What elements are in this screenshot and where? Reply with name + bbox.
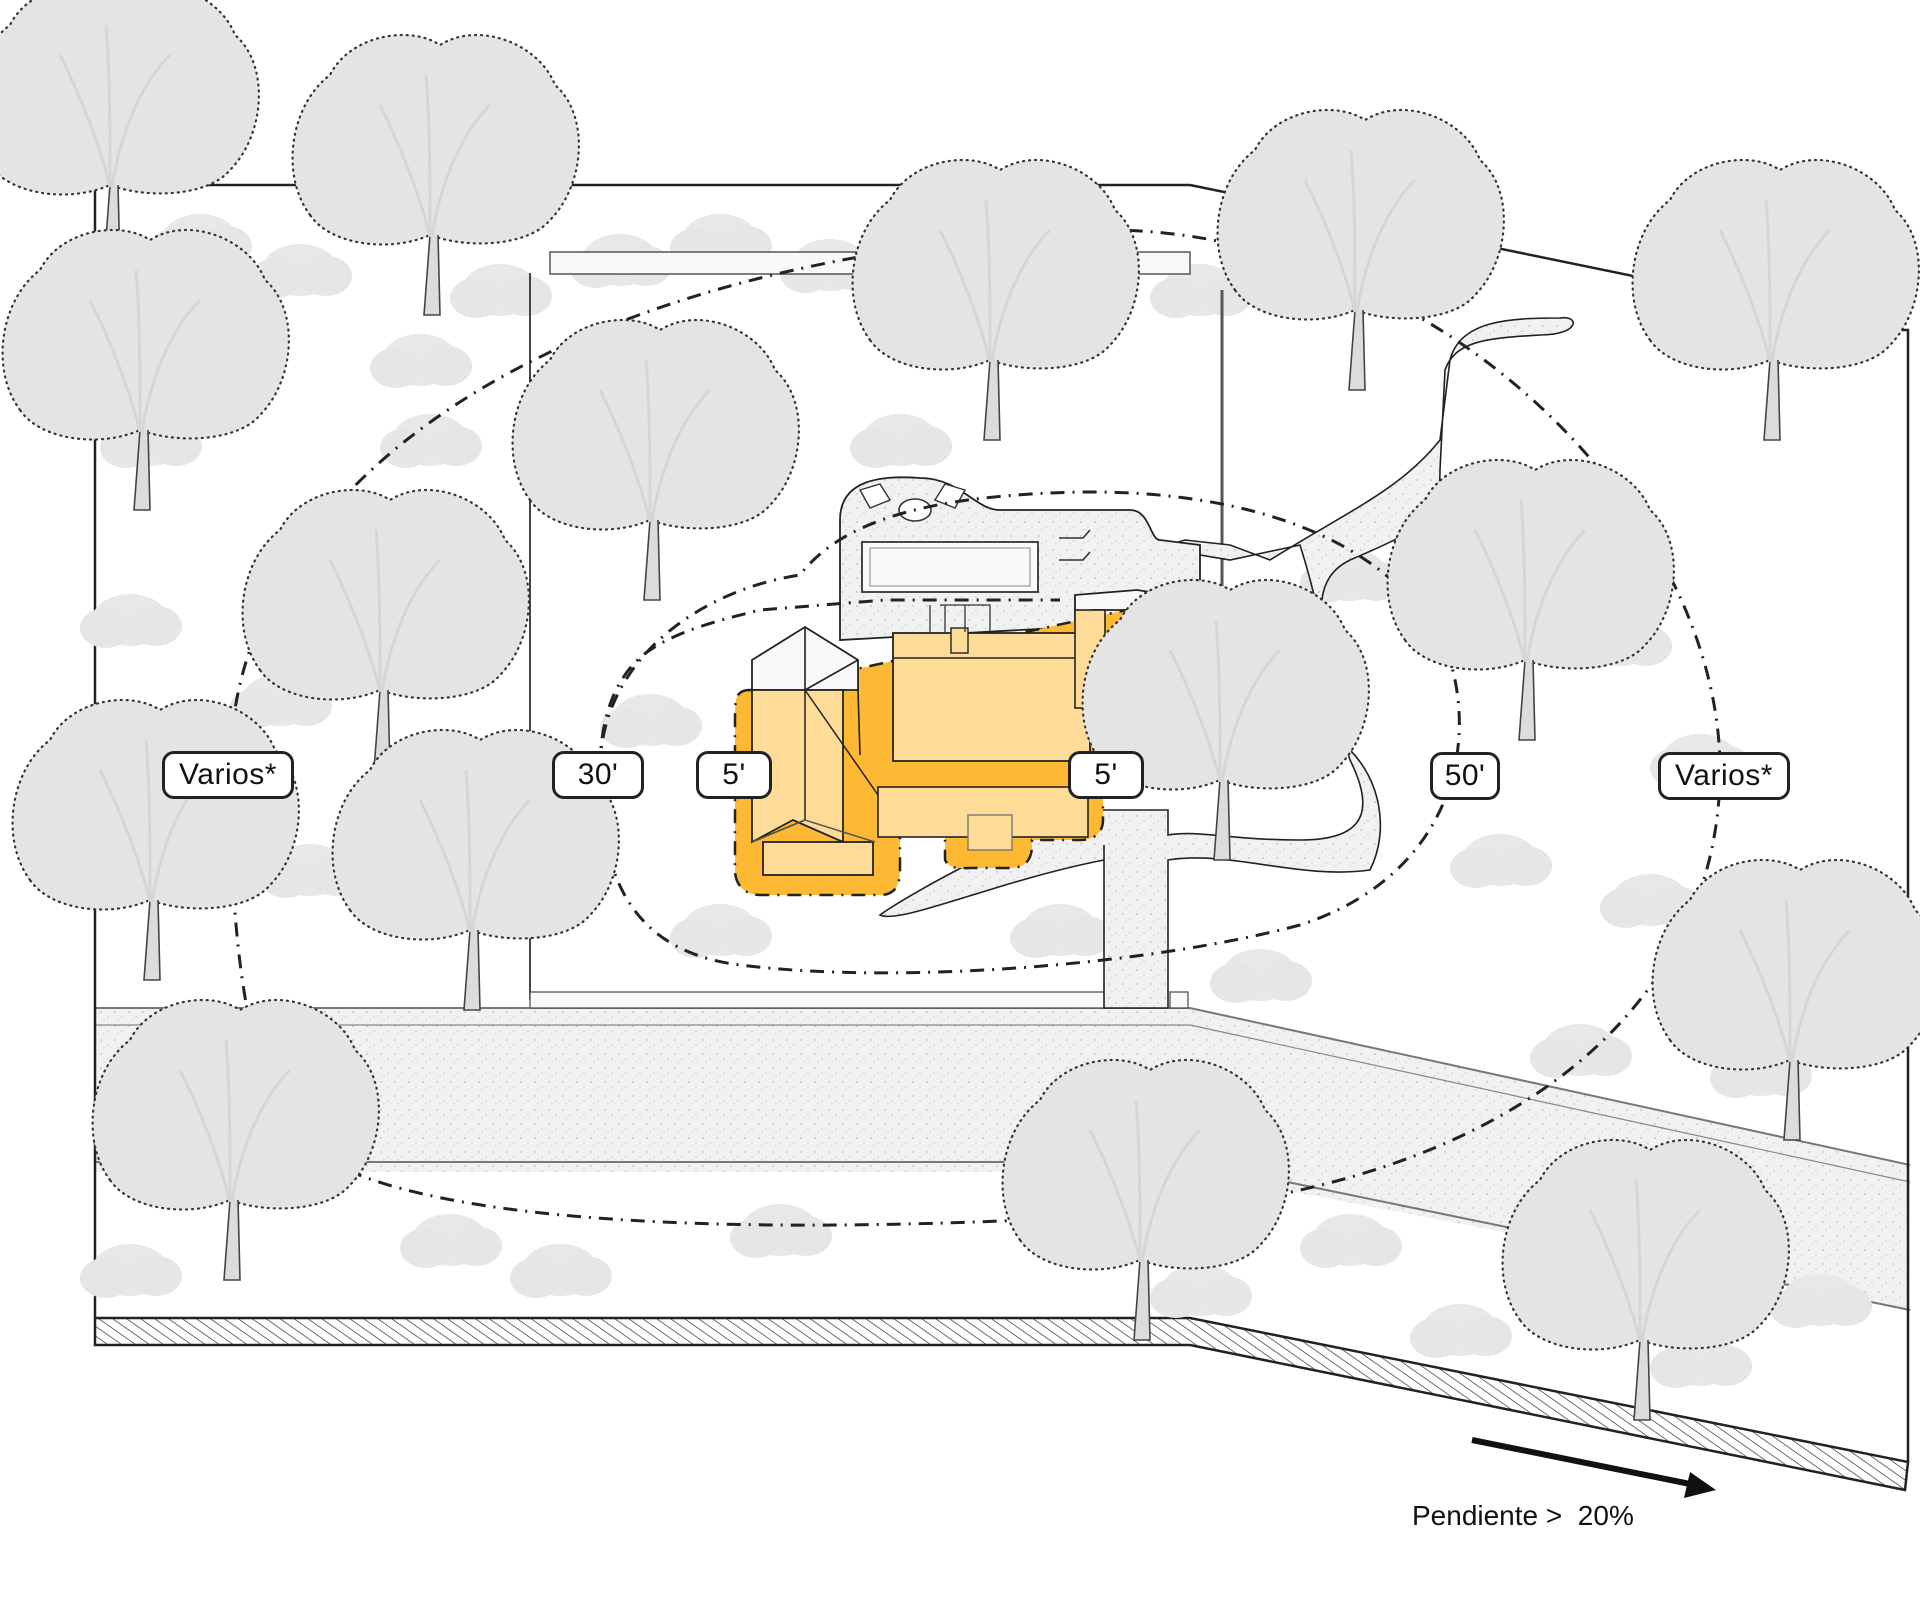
zone-label-text: Varios*: [179, 758, 277, 791]
zone-label-text: Varios*: [1675, 759, 1773, 792]
zone-label-5ft-left: 5': [696, 751, 772, 799]
zone-label-text: 5': [1094, 758, 1118, 791]
lounge-chairs-icon: [1059, 529, 1091, 561]
zone-label-varios-right: Varios*: [1658, 752, 1790, 800]
zone-label-5ft-right: 5': [1068, 751, 1144, 799]
pool: [861, 541, 1039, 593]
zone-label-50ft: 50': [1430, 752, 1500, 800]
zone-label-text: 5': [722, 758, 746, 791]
slope-hatch-strip: [93, 1316, 1910, 1492]
zone-label-varios-left: Varios*: [162, 751, 294, 799]
zone-boundary-30ft: [598, 598, 1060, 771]
zone-label-text: 30': [577, 758, 619, 791]
zone-label-30ft: 30': [552, 751, 644, 799]
slope-arrow-icon: [1471, 1437, 1716, 1498]
slope-label: Pendiente > 20%: [1412, 1500, 1634, 1531]
zone-label-text: 50': [1444, 759, 1486, 792]
